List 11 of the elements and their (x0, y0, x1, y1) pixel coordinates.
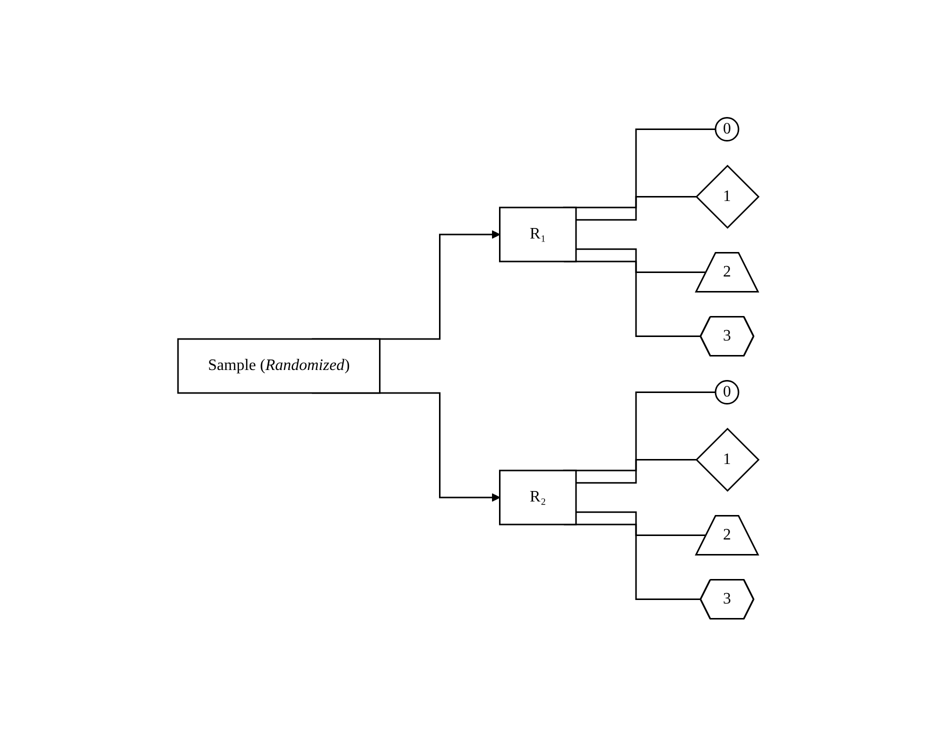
connector (576, 511, 707, 536)
node-circle: 0 (714, 380, 739, 404)
connector (576, 196, 696, 221)
node-box: R₂ (498, 470, 576, 526)
node-circle: 0 (714, 117, 739, 142)
connector (576, 248, 707, 274)
node-box: Sample (Randomized) (176, 338, 380, 394)
node-box: R₁ (498, 206, 576, 262)
connector (576, 459, 696, 484)
node-diamond: 1 (695, 164, 760, 229)
node-diamond: 1 (695, 428, 760, 492)
